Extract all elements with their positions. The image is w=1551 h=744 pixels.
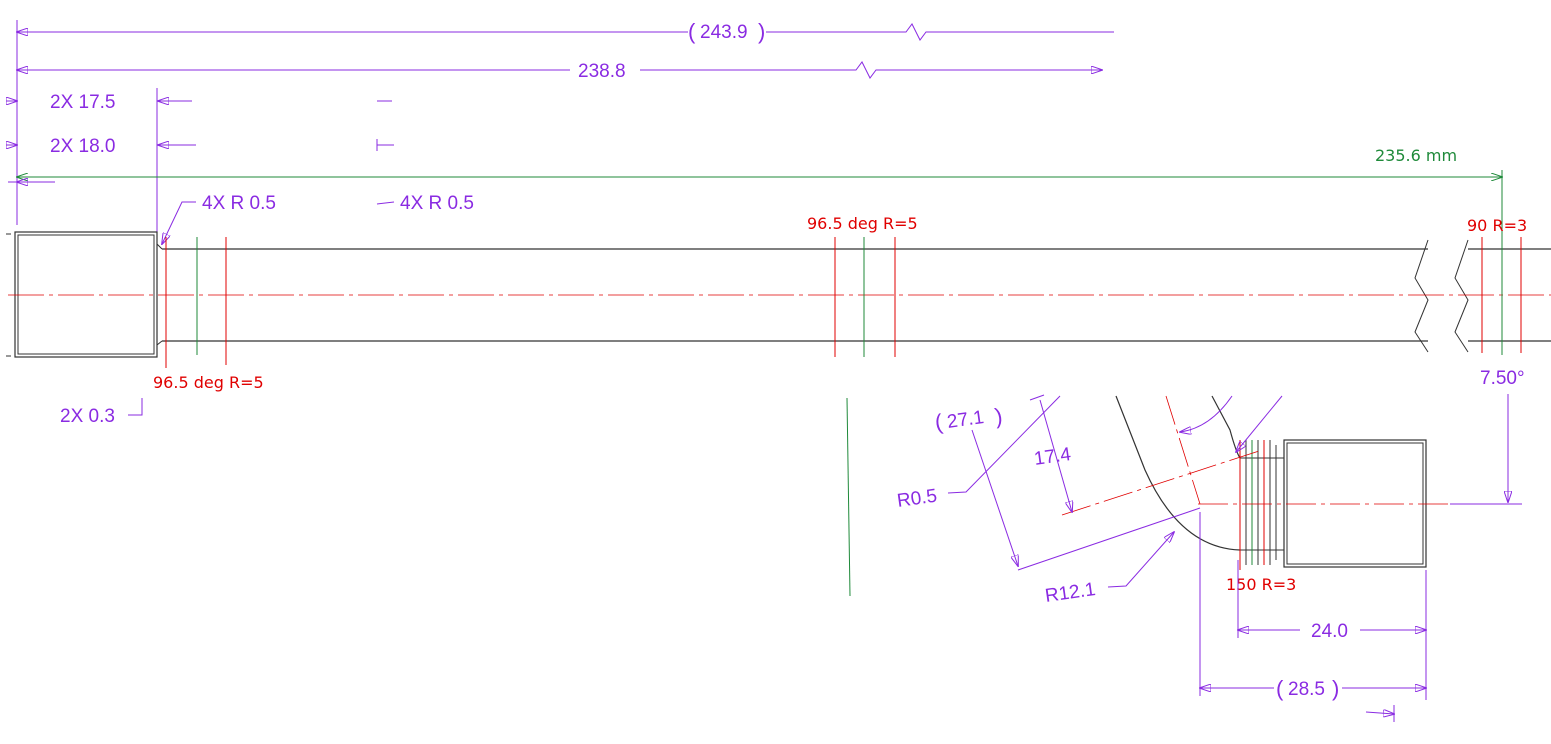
bend-outer-curve	[1115, 395, 1241, 551]
dim-17-4: 17.4	[1033, 444, 1073, 470]
left-end-outer	[14, 231, 158, 358]
detail-upper-leader	[1236, 395, 1283, 452]
tube-side-view: 96.5 deg R=5 96.5 deg R=5 90 R=3 2X 0.3	[6, 170, 1551, 427]
dim-17-4-line	[1039, 399, 1072, 512]
dim-18-0: 2X 18.0	[50, 136, 116, 157]
chamfer-leader	[128, 398, 143, 416]
dim-238-8: 238.8	[578, 61, 626, 82]
break-line-left	[1414, 239, 1429, 353]
fillet-leader-left	[162, 201, 196, 244]
green-reference-line	[846, 397, 851, 597]
bend-inner-curve	[1211, 395, 1241, 459]
r05-leader	[947, 395, 1061, 494]
detail-upper-arc	[1180, 395, 1233, 432]
dim-27-1-ext	[1017, 507, 1201, 571]
paren-close-27: )	[993, 403, 1004, 429]
detail-end-outer	[1283, 439, 1427, 568]
dim-235-6: 235.6 mm	[1375, 146, 1457, 165]
left-end-inner	[17, 234, 155, 355]
paren-close-243: )	[758, 19, 765, 44]
neck-top	[156, 234, 163, 250]
detail-centerline-bend	[1061, 449, 1263, 516]
neck-bottom	[156, 340, 163, 355]
detail-centerline-angled	[1165, 395, 1201, 505]
dim-24-0: 24.0	[1311, 621, 1348, 642]
dim-bend-angle: 7.50°	[1480, 368, 1525, 389]
bend-label-right: 90 R=3	[1467, 216, 1527, 235]
break-line-right	[1454, 239, 1469, 353]
dim-fillet-mid: 4X R 0.5	[400, 193, 474, 214]
fillet-leader-mid	[376, 201, 395, 205]
stray-arrow	[1365, 712, 1394, 714]
bend-label-detail: 150 R=3	[1226, 575, 1296, 594]
dim-r05: R0.5	[896, 486, 939, 512]
dimension-stack: ( 243.9 ) 238.8 2X 17.5 2X 18.0 235.6 mm…	[6, 19, 1502, 244]
dim-line-243-9-break	[766, 23, 1114, 41]
dim-17-5: 2X 17.5	[50, 92, 116, 113]
dim-fillet-left: 4X R 0.5	[202, 193, 276, 214]
dim-243-9: 243.9	[700, 22, 748, 43]
dim-chamfer: 2X 0.3	[60, 406, 115, 427]
paren-open-28: (	[1276, 676, 1284, 701]
dim-line-238-8-break	[640, 61, 1102, 79]
dim-28-5: 28.5	[1288, 679, 1325, 700]
bend-label-left: 96.5 deg R=5	[153, 373, 264, 392]
bend-label-mid: 96.5 deg R=5	[807, 214, 918, 233]
detail-view: 7.50° ( 27.1 ) 17.4 R0.5 R12.1 150 R=3 2…	[896, 368, 1525, 722]
paren-close-28: )	[1332, 676, 1339, 701]
dim-r12: R12.1	[1044, 579, 1097, 607]
r12-leader	[1107, 532, 1174, 588]
dim-27-1-line	[971, 429, 1018, 566]
dim-27-1: 27.1	[946, 407, 986, 433]
paren-open-243: (	[688, 19, 696, 44]
paren-open-27: (	[933, 409, 944, 435]
dim-17-4-ext	[1029, 394, 1045, 401]
detail-end-inner	[1286, 442, 1424, 565]
